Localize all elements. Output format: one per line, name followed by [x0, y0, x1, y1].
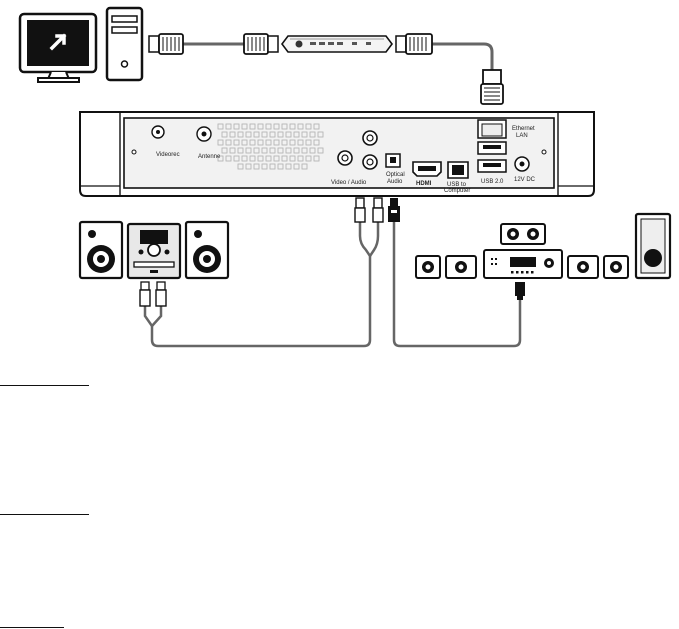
optical-cable-surround [392, 222, 522, 348]
optical-label-2: Audio [387, 179, 403, 185]
usb-b-port [447, 161, 469, 179]
usb-20-label: USB 2.0 [481, 179, 504, 185]
section-rule-3 [0, 627, 64, 628]
ethernet-label-2: LAN [516, 133, 528, 139]
hdmi-label: HDMI [416, 181, 432, 187]
rj45-plug-player [480, 69, 504, 105]
rca-plugs-stereo-input [139, 281, 167, 307]
dc-in-label: 12V DC [514, 177, 536, 183]
antenna-label: Antenne [198, 154, 221, 160]
usb-computer-label-2: Computer [444, 188, 470, 194]
optical-port [385, 153, 401, 168]
optical-plug-player [388, 198, 400, 222]
hdmi-port [412, 161, 442, 177]
ethernet-label-1: Ethernet [512, 126, 535, 132]
section-rule-1 [0, 385, 89, 386]
dc-in-port [514, 156, 530, 172]
av-ports [337, 130, 378, 170]
vent-grid [217, 123, 324, 170]
video-audio-label: Video / Audio [331, 180, 367, 186]
rf-port-antenna [196, 126, 212, 142]
rca-plug-red [354, 197, 366, 223]
computer-icon [18, 6, 144, 83]
surround-system-icon [415, 212, 672, 280]
optical-label-1: Optical [386, 172, 405, 178]
usb-computer-label-1: USB to [447, 182, 467, 188]
optical-plug-surround [515, 282, 525, 300]
network-router-icon [281, 35, 393, 53]
ethernet-cable [183, 42, 494, 70]
rj45-plug-router-right [395, 33, 433, 55]
rca-plug-white [372, 197, 384, 223]
lan-port [477, 119, 507, 139]
section-rule-2 [0, 514, 89, 515]
rf-port-videorec [151, 125, 165, 139]
videorec-label: Videorec [156, 152, 180, 158]
rj45-plug-computer [148, 33, 184, 55]
rca-cable-stereo [143, 222, 380, 348]
rj45-plug-router-left [243, 33, 279, 55]
stereo-system-icon [78, 220, 230, 280]
usb-a-ports [477, 141, 507, 173]
